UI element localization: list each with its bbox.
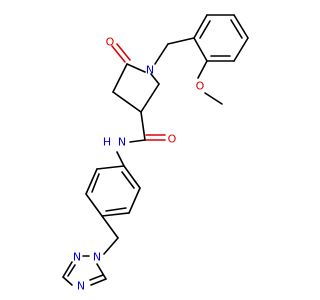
bond-camide-n bbox=[129, 139, 146, 143]
bond-ph4-ph5 bbox=[101, 212, 130, 217]
bond-ph-inner-1 bbox=[91, 173, 100, 193]
bond-ar4-ar5 bbox=[233, 14, 249, 39]
bond-ar2-ome bbox=[197, 60, 208, 79]
atom-o-methoxy: O bbox=[196, 80, 205, 93]
bond-ar3-ar4 bbox=[233, 37, 249, 62]
bond-ph2-ph3 bbox=[85, 168, 98, 195]
bond-ph-inner-2 bbox=[105, 207, 127, 212]
bond-c5-c4 bbox=[112, 63, 128, 93]
bond-tz-c3-n2-dbl bbox=[67, 264, 76, 277]
bond-ph3-ph4 bbox=[85, 193, 103, 217]
bond-ph6-ph1 bbox=[123, 165, 141, 189]
bond-tz-n1-c5 bbox=[96, 263, 107, 280]
bond-ch2-ar bbox=[167, 37, 195, 45]
bond-ph5-ph6 bbox=[128, 187, 141, 214]
bond-ome-ch3 bbox=[204, 92, 223, 105]
atom-n-amide: N bbox=[118, 136, 126, 149]
bond-c3-camide bbox=[140, 111, 146, 141]
bond-ar-inner-3 bbox=[230, 19, 243, 39]
bond-tz-n4-c3 bbox=[62, 276, 73, 286]
bond-ph-inner-3 bbox=[121, 171, 135, 189]
bond-c5-o-b bbox=[116, 43, 131, 61]
atom-h-amide: H bbox=[103, 136, 111, 149]
atom-labels: O N O O N H N N N bbox=[73, 36, 205, 293]
bond-n1-ch2 bbox=[154, 43, 169, 65]
bond-tz-c5-n4-dbl bbox=[89, 274, 104, 281]
bond-ar1-ar2 bbox=[193, 37, 208, 62]
bond-ph-ch2 bbox=[101, 215, 119, 239]
atom-n-triazole-4: N bbox=[77, 280, 85, 293]
bond-ar-inner-1 bbox=[199, 20, 211, 39]
bond-c5-o-a bbox=[111, 45, 126, 63]
atom-o-amide: O bbox=[168, 133, 177, 146]
atom-n-triazole-1: N bbox=[93, 251, 101, 264]
bond-c5-n1 bbox=[126, 63, 146, 73]
bond-ar6-ar1 bbox=[193, 14, 208, 39]
bond-c2-n1 bbox=[150, 73, 160, 85]
bond-ph1-ph2 bbox=[96, 165, 125, 170]
atom-o-ketone: O bbox=[106, 36, 115, 49]
bond-tz-c5-n4 bbox=[90, 278, 107, 286]
bond-n-ph bbox=[116, 151, 125, 167]
bond-tz-c3-n2 bbox=[62, 261, 73, 278]
molecule-structure: O N O O N H N N N bbox=[62, 14, 249, 293]
atom-n-triazole-2: N bbox=[73, 251, 81, 264]
bond-c3-c2 bbox=[140, 83, 160, 113]
bonds bbox=[62, 14, 249, 286]
atom-n-ring: N bbox=[146, 64, 154, 77]
bond-c4-c3 bbox=[112, 91, 142, 113]
bond-ch2-ntz bbox=[103, 237, 119, 255]
